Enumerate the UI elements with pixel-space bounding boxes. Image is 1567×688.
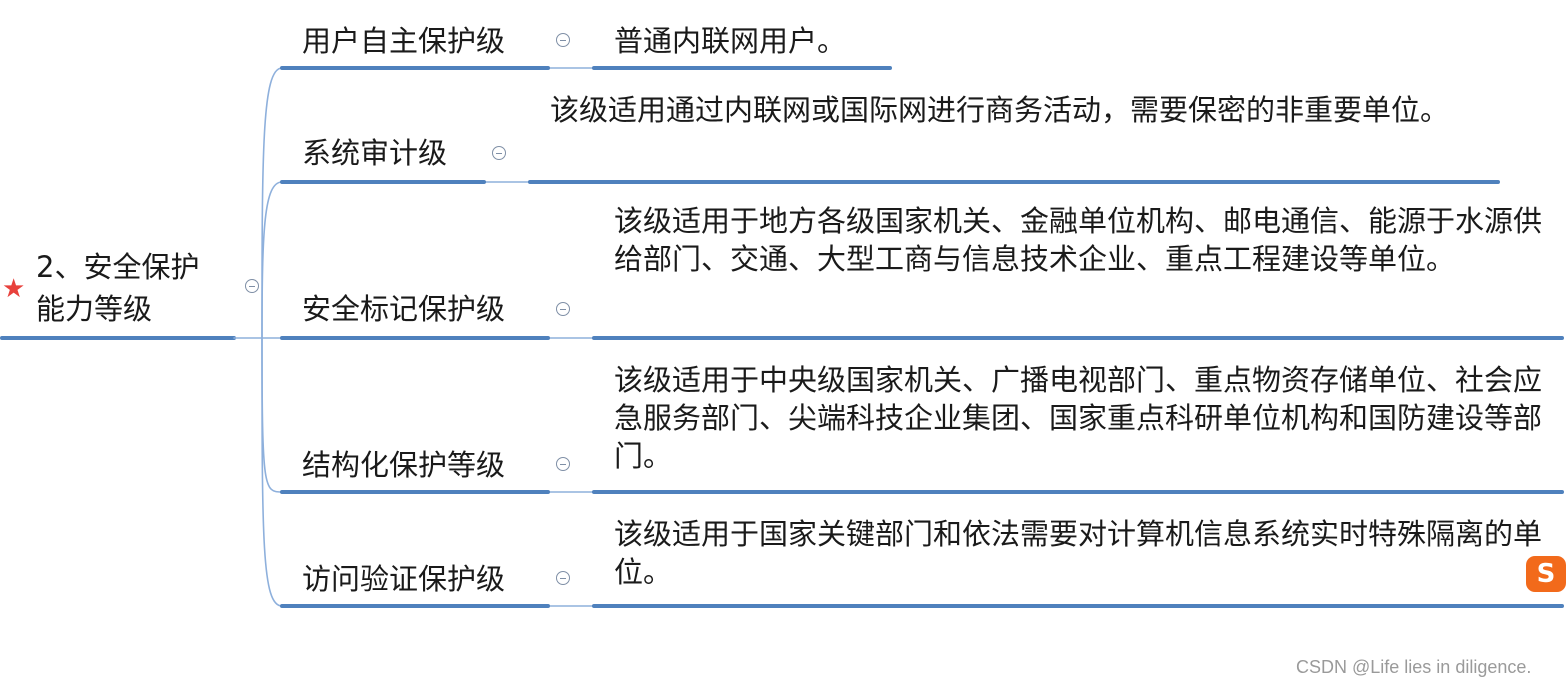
star-icon: ★ — [2, 274, 26, 304]
root-collapse-toggle[interactable] — [245, 279, 259, 293]
level-2-collapse-toggle[interactable] — [492, 146, 506, 160]
ime-badge-icon[interactable]: S — [1526, 556, 1566, 592]
level-3-description[interactable]: 该级适用于地方各级国家机关、金融单位机构、邮电通信、能源于水源供给部门、交通、大… — [614, 204, 1543, 276]
level-1-collapse-toggle[interactable] — [556, 33, 570, 47]
level-4-collapse-toggle[interactable] — [556, 457, 570, 471]
root-label-line1: 2、安全保护 — [36, 250, 200, 284]
level-1-description[interactable]: 普通内联网用户。 — [614, 24, 847, 58]
watermark: CSDN @Life lies in diligence. — [1296, 657, 1532, 677]
level-4-description[interactable]: 该级适用于中央级国家机关、广播电视部门、重点物资存储单位、社会应急服务部门、尖端… — [614, 363, 1543, 473]
level-3-label[interactable]: 安全标记保护级 — [302, 292, 506, 326]
level-5-description[interactable]: 该级适用于国家关键部门和依法需要对计算机信息系统实时特殊隔离的单位。 — [614, 517, 1543, 589]
level-5-label[interactable]: 访问验证保护级 — [302, 562, 506, 596]
level-4-label[interactable]: 结构化保护等级 — [302, 448, 506, 482]
underlines — [0, 66, 1564, 608]
level-2-label[interactable]: 系统审计级 — [302, 136, 448, 170]
level-3-collapse-toggle[interactable] — [556, 302, 570, 316]
level-2-description[interactable]: 该级适用通过内联网或国际网进行商务活动，需要保密的非重要单位。 — [550, 93, 1450, 127]
level-1-label[interactable]: 用户自主保护级 — [302, 24, 506, 58]
branch-curves — [261, 67, 594, 607]
level-5-collapse-toggle[interactable] — [556, 571, 570, 585]
root-label-line2: 能力等级 — [36, 292, 153, 326]
